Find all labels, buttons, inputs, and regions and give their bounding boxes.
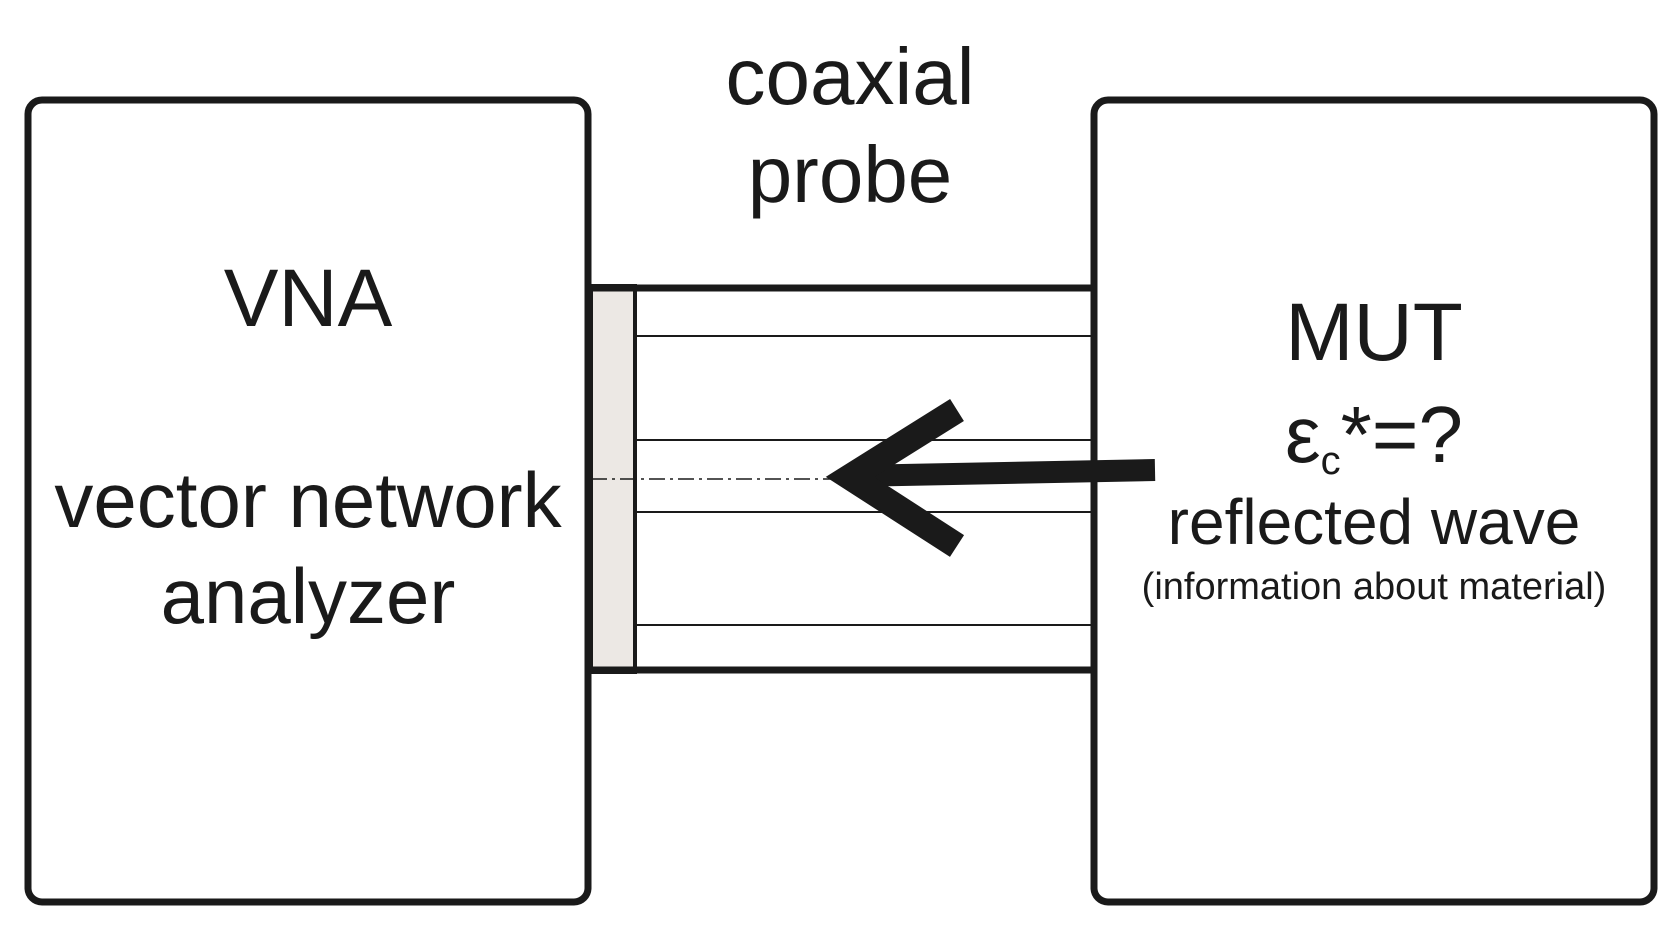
probe-label: coaxial probe — [725, 32, 975, 219]
vna-title: VNA — [223, 253, 393, 344]
reflected-wave-note: (information about material) — [1141, 566, 1607, 608]
vna-box — [24, 96, 592, 906]
permittivity-subscript: c — [1320, 439, 1341, 483]
reflected-wave-label: reflected wave — [1167, 486, 1581, 558]
permittivity-suffix: *=? — [1340, 390, 1463, 479]
mut-title: MUT — [1285, 287, 1463, 378]
reflected-wave-arrow-shaft — [847, 459, 1156, 487]
reflected-wave-arrow-head — [825, 398, 965, 557]
permittivity-symbol: ε — [1284, 390, 1321, 479]
mut-box — [1090, 96, 1658, 906]
mut-permittivity: εc*=? — [1094, 395, 1654, 483]
vna-description: vector network analyzer — [54, 456, 562, 640]
